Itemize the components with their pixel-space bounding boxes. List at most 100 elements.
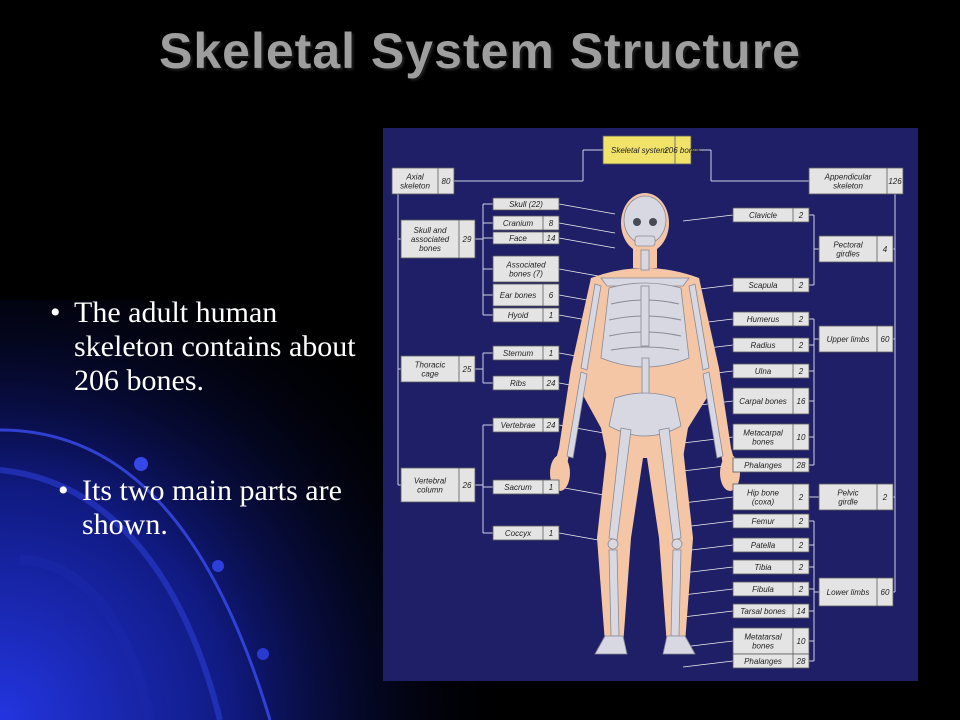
appendicular-item-ulna-label: Ulna	[755, 367, 772, 376]
appendicular-group-pectoral-girdles-count: 4	[883, 245, 888, 254]
axial-item-face-frame	[492, 231, 560, 245]
appendicular-group-upper-limbs-label: Upper limbs	[827, 335, 870, 344]
axial-item-sacrum-frame	[492, 479, 560, 495]
axial-item-coccyx-count: 1	[549, 529, 553, 538]
axial-item-ribs-frame	[492, 375, 560, 391]
bullet-icon: •	[58, 474, 69, 507]
axial-item-ribs: Ribs 24	[492, 375, 560, 391]
axial-group-vertebral-column-count: 26	[462, 481, 472, 490]
axial-item-ear-bones-label: Ear bones	[500, 291, 536, 300]
appendicular-item-tarsal-bones-label: Tarsal bones	[740, 607, 786, 616]
axial-item-vertebrae-count: 24	[546, 421, 556, 430]
axial-item-vertebrae-frame	[492, 417, 560, 433]
axial-item-hyoid-label: Hyoid	[508, 311, 529, 320]
appendicular-item-humerus-label: Humerus	[747, 315, 779, 324]
axial-item-cranium-count: 8	[549, 219, 554, 228]
appendicular-item-hip-bone-label: Hip bone(coxa)	[747, 489, 780, 507]
appendicular-item-clavicle-frame	[732, 207, 810, 223]
root-box-skeletal-system-frame	[602, 135, 692, 165]
appendicular-item-metacarpal-bones-frame	[732, 423, 810, 451]
appendicular-item-patella-count: 2	[798, 541, 804, 550]
axial-item-vertebrae-label: Vertebrae	[501, 421, 536, 430]
appendicular-item-phalanges-count: 28	[796, 461, 806, 470]
axial-skeleton-box-frame	[391, 167, 455, 195]
tibia-bone	[608, 549, 620, 637]
appendicular-group-lower-limbs-label: Lower limbs	[827, 588, 870, 597]
axial-item-sternum-frame	[492, 345, 560, 361]
appendicular-item-metatarsal-bones-count: 10	[797, 637, 806, 646]
decoration-dot	[257, 648, 269, 660]
skeleton-illustration	[550, 193, 740, 655]
appendicular-item-carpal-bones-label: Carpal bones	[739, 397, 787, 406]
axial-group-skull-and-associated-bones-count: 29	[462, 235, 472, 244]
appendicular-item-femur-count: 2	[798, 517, 804, 526]
appendicular-item-metatarsal-bones-frame	[732, 627, 810, 655]
axial-item-ear-bones-count: 6	[549, 291, 554, 300]
appendicular-item-ulna-frame	[732, 363, 810, 379]
axial-item-sacrum-count: 1	[549, 483, 553, 492]
sternum-bone	[640, 285, 650, 347]
axial-item-ribs-label: Ribs	[510, 379, 526, 388]
axial-item-ear-bones: Ear bones 6	[492, 283, 560, 307]
appendicular-item-humerus: Humerus 2	[732, 311, 810, 327]
appendicular-item-radius: Radius 2	[732, 337, 810, 353]
axial-group-skull-and-associated-bones-frame	[400, 219, 476, 259]
axial-item-vertebrae: Vertebrae 24	[492, 417, 560, 433]
axial-item-sternum-count: 1	[549, 349, 553, 358]
axial-item-sacrum-label: Sacrum	[504, 483, 532, 492]
appendicular-item-carpal-bones-count: 16	[797, 397, 806, 406]
appendicular-item-patella-frame	[732, 537, 810, 553]
axial-item-hyoid-frame	[492, 307, 560, 323]
appendicular-item-fibula-label: Fibula	[752, 585, 774, 594]
appendicular-item-fibula-count: 2	[798, 585, 804, 594]
appendicular-item-humerus-count: 2	[798, 315, 804, 324]
appendicular-item-radius-count: 2	[798, 341, 804, 350]
axial-item-skull: Skull (22)	[492, 197, 560, 211]
appendicular-item-phalanges-label: Phalanges	[744, 461, 782, 470]
axial-item-associated-bones-frame	[492, 255, 560, 283]
axial-item-ribs-count: 24	[546, 379, 556, 388]
axial-item-face-label: Face	[509, 234, 527, 243]
appendicular-group-lower-limbs-frame	[818, 577, 894, 607]
appendicular-group-upper-limbs-frame	[818, 325, 894, 353]
appendicular-group-pelvic-girdle-frame	[818, 483, 894, 511]
appendicular-item-tarsal-bones-count: 14	[797, 607, 806, 616]
bullet-point: • Its two main parts are shown.	[58, 474, 368, 542]
axial-item-sternum: Sternum 1	[492, 345, 560, 361]
appendicular-item-patella: Patella 2	[732, 537, 810, 553]
appendicular-item-hip-bone-frame	[732, 483, 810, 511]
appendicular-item-patella-label: Patella	[751, 541, 776, 550]
axial-item-ear-bones-frame	[492, 283, 560, 307]
appendicular-item-fibula-frame	[732, 581, 810, 597]
appendicular-item-ulna-count: 2	[798, 367, 804, 376]
appendicular-item-phalanges: Phalanges 28	[732, 457, 810, 473]
axial-item-coccyx-frame	[492, 525, 560, 541]
axial-item-sternum-label: Sternum	[503, 349, 534, 358]
axial-skeleton-box-count: 80	[442, 177, 451, 186]
axial-item-skull-label: Skull (22)	[509, 200, 543, 209]
appendicular-item-phalanges-label: Phalanges	[744, 657, 782, 666]
appendicular-item-radius-frame	[732, 337, 810, 353]
appendicular-item-radius-label: Radius	[751, 341, 776, 350]
